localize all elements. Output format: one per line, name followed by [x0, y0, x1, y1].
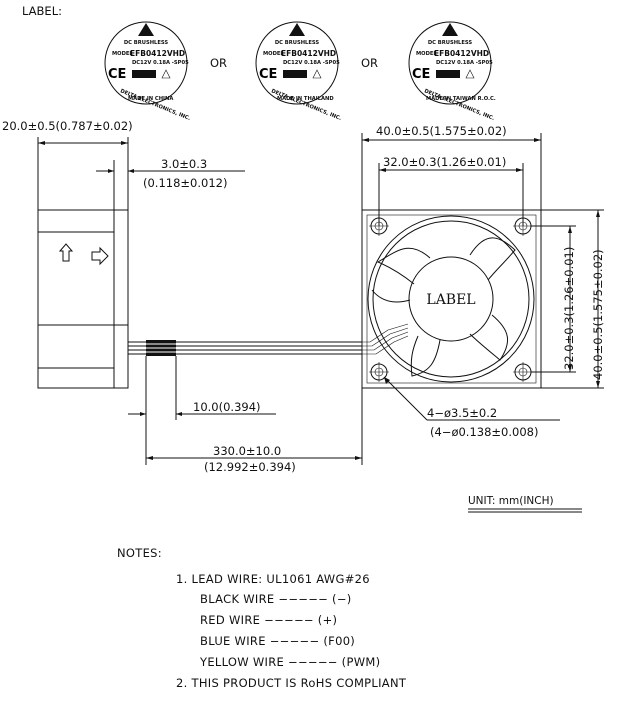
outer-width-dimension: 40.0±0.5(1.575±0.02) — [376, 124, 507, 138]
svg-text:DELTA ELECTRONICS, INC.: DELTA ELECTRONICS, INC. — [423, 88, 495, 122]
note-black-wire: BLACK WIRE −−−−− (−) — [200, 592, 352, 606]
svg-text:MODEL: MODEL — [416, 51, 437, 57]
unit-text: UNIT: mm(INCH) — [468, 495, 554, 507]
depth-dimension: 20.0±0.5(0.787±0.02) — [2, 119, 133, 133]
svg-text:MADE IN TAIWAN R.O.C.: MADE IN TAIWAN R.O.C. — [426, 96, 496, 102]
svg-text:DC12V 0.18A -SP05: DC12V 0.18A -SP05 — [283, 60, 340, 66]
ce-mark-icon: CE — [259, 67, 277, 82]
rotation-right-arrow-icon — [91, 246, 109, 266]
cert-marks-icon — [132, 70, 156, 78]
or-text-2: OR — [361, 56, 378, 70]
cert-marks-icon — [283, 70, 307, 78]
strip-length-dimension: 10.0(0.394) — [193, 400, 261, 414]
hole-callout-mm: 4−ø3.5±0.2 — [427, 406, 497, 420]
ce-mark-icon: CE — [412, 67, 430, 82]
outer-height-dimension: 40.0±0.5(1.575±0.02) — [591, 249, 605, 380]
svg-text:DC12V 0.18A -SP05: DC12V 0.18A -SP05 — [436, 60, 493, 66]
hub-label: LABEL — [426, 292, 475, 308]
hole-callout-in: (4−ø0.138±0.008) — [430, 425, 538, 439]
svg-text:MADE IN CHINA: MADE IN CHINA — [128, 96, 173, 102]
fan-blades — [371, 237, 516, 377]
cert-marks-icon — [436, 70, 460, 78]
svg-text:EFB0412VHD: EFB0412VHD — [434, 49, 489, 58]
airflow-up-arrow-icon — [58, 243, 74, 262]
fan-front-view: 40.0±0.5(1.575±0.02) 32.0±0.3(1.26±0.01) — [361, 124, 605, 439]
offset-dimension-in: (0.118±0.012) — [143, 176, 227, 190]
label-header: LABEL: — [22, 4, 62, 18]
label-sticker-3: DC BRUSHLESS MODEL EFB0412VHD DC12V 0.18… — [408, 21, 496, 122]
or-text-1: OR — [210, 56, 227, 70]
label-sticker-1: DC BRUSHLESS MODEL EFB0412VHD DC12V 0.18… — [104, 21, 191, 122]
svg-text:MODEL: MODEL — [263, 51, 284, 57]
svg-text:EFB0412VHD: EFB0412VHD — [130, 49, 185, 58]
lead-length-in: (12.992±0.394) — [204, 460, 296, 474]
ce-mark-icon: CE — [108, 67, 126, 82]
note-yellow-wire: YELLOW WIRE −−−−− (PWM) — [200, 655, 381, 669]
note-lead-wire: 1. LEAD WIRE: UL1061 AWG#26 — [176, 572, 370, 586]
svg-text:DELTA ELECTRONICS, INC.: DELTA ELECTRONICS, INC. — [119, 88, 191, 122]
hole-pitch-v-dimension: 32.0±0.3(1.26±0.01) — [562, 247, 576, 370]
delta-logo-icon — [289, 23, 305, 36]
svg-text:DC BRUSHLESS: DC BRUSHLESS — [275, 40, 320, 46]
offset-dimension-mm: 3.0±0.3 — [161, 157, 207, 171]
svg-text:MODEL: MODEL — [112, 51, 133, 57]
svg-text:DC BRUSHLESS: DC BRUSHLESS — [428, 40, 473, 46]
label-sticker-2: DC BRUSHLESS MODEL EFB0412VHD DC12V 0.18… — [255, 21, 342, 122]
svg-text:EFB0412VHD: EFB0412VHD — [281, 49, 336, 58]
lead-length-mm: 330.0±10.0 — [213, 444, 281, 458]
notes-title: NOTES: — [117, 546, 162, 560]
svg-text:MADE IN THAILAND: MADE IN THAILAND — [277, 96, 334, 102]
delta-logo-icon — [138, 23, 154, 36]
fan-side-view: 20.0±0.5(0.787±0.02) 3.0±0.3 (0.118±0.01… — [2, 119, 363, 474]
svg-text:DC BRUSHLESS: DC BRUSHLESS — [124, 40, 169, 46]
hole-pitch-dimension: 32.0±0.3(1.26±0.01) — [383, 155, 506, 169]
note-rohs: 2. THIS PRODUCT IS RoHS COMPLIANT — [176, 676, 407, 690]
note-red-wire: RED WIRE −−−−− (+) — [200, 613, 338, 627]
note-blue-wire: BLUE WIRE −−−−− (F00) — [200, 634, 356, 648]
svg-text:DC12V 0.18A -SP05: DC12V 0.18A -SP05 — [132, 60, 189, 66]
svg-text:DELTA ELECTRONICS, INC.: DELTA ELECTRONICS, INC. — [270, 88, 342, 122]
delta-logo-icon — [442, 23, 458, 36]
